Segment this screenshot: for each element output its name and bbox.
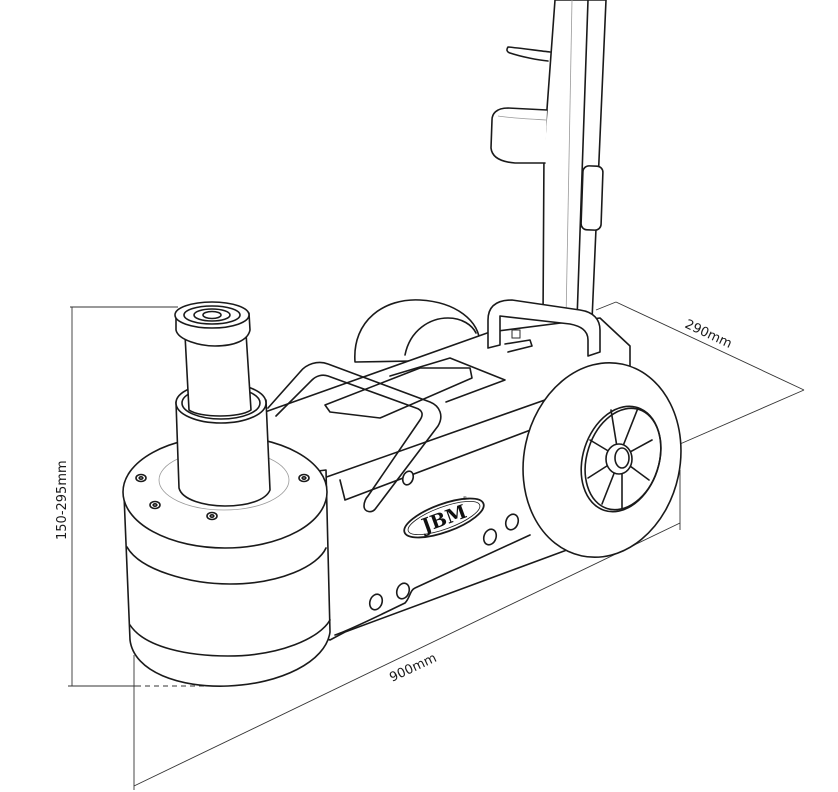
rear-wheel-right bbox=[522, 361, 682, 559]
height-dim-label: 150-295mm bbox=[55, 460, 70, 540]
chassis-top-window bbox=[324, 367, 473, 419]
wheel-spokes bbox=[587, 407, 653, 509]
width-dim-top-extension bbox=[595, 301, 617, 311]
dimension-lines bbox=[68, 301, 805, 790]
side-hole bbox=[482, 528, 498, 546]
handle-shaft bbox=[542, 0, 607, 321]
handle-base-bracket bbox=[487, 299, 601, 357]
carry-handle bbox=[267, 361, 442, 513]
length-dim-label: 900mm bbox=[387, 651, 439, 686]
handle-hook bbox=[506, 46, 551, 62]
ram-stage-2 bbox=[175, 399, 271, 507]
ram-stage-1 bbox=[184, 332, 252, 417]
side-hole bbox=[395, 582, 411, 600]
side-hole bbox=[368, 593, 384, 611]
side-hole bbox=[401, 470, 415, 486]
width-dim-line bbox=[615, 301, 805, 391]
width-dim-bottom-extension bbox=[679, 389, 805, 445]
width-dim-label: 290mm bbox=[682, 317, 734, 352]
ram bbox=[174, 301, 271, 507]
operating-handle bbox=[490, 0, 607, 321]
length-dim-line bbox=[133, 522, 681, 787]
handle-lever-grip bbox=[580, 165, 604, 231]
brand-registered-mark: ® bbox=[461, 494, 468, 502]
flange-bolts bbox=[135, 473, 310, 521]
side-hole bbox=[504, 513, 520, 531]
handle-cup bbox=[490, 107, 548, 164]
